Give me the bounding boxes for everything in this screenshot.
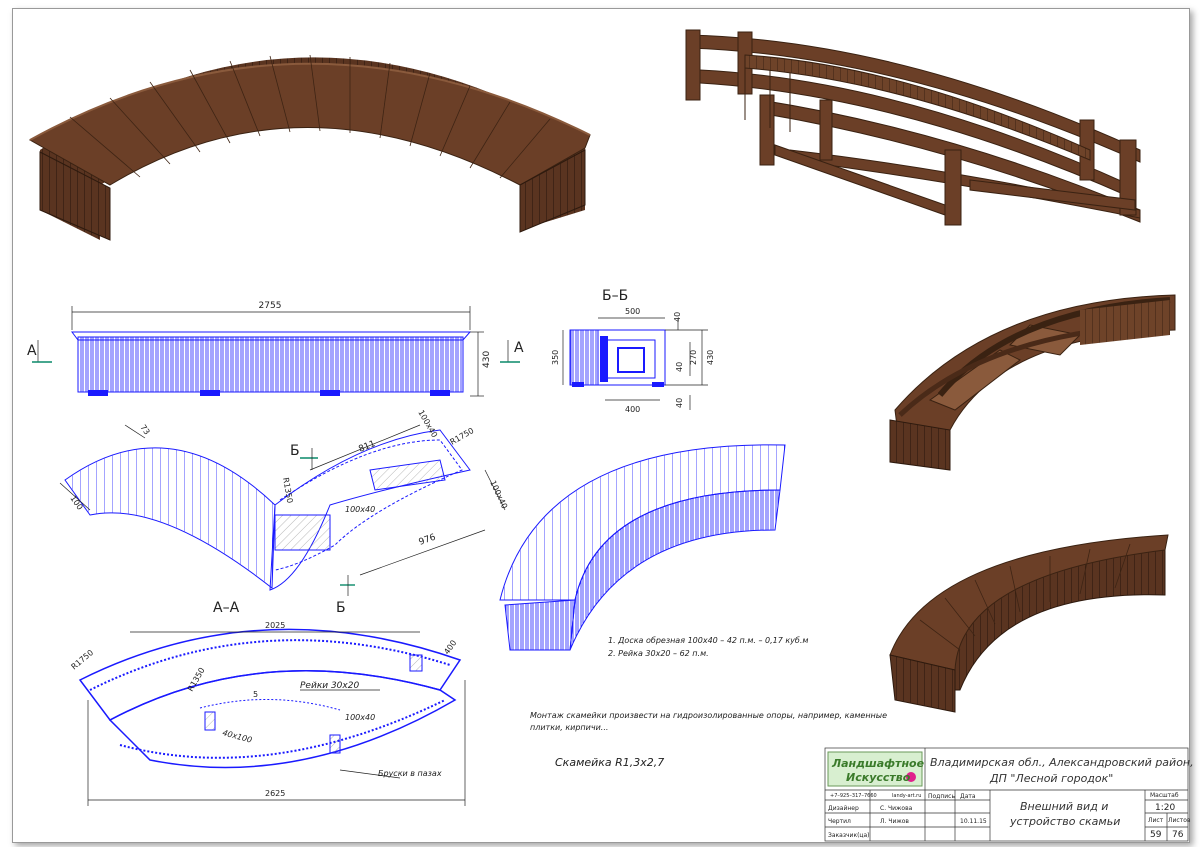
sheet-frame [12,8,1190,843]
aa-dim-r1350: R1350 [186,666,207,693]
row3-role: Заказчик(ца) [828,832,870,839]
date-label: Дата [960,793,976,800]
plan-dim-100x40-right: 100x40 [488,479,509,510]
render-bench-right-bottom [889,534,1169,713]
bb-dim-40a: 40 [673,312,682,322]
logo-dot-icon [906,772,916,782]
aa-dim-2625: 2625 [265,789,285,798]
note-2: 2. Рейка 30x20 – 62 п.м. [608,649,709,658]
front-view: 2755 430 А А [27,301,524,397]
row2-role: Чертил [828,818,851,825]
plan-view: 100 73 811 100x40 R1750 R1350 100x40 976… [59,409,509,616]
aa-dim-100x40: 100x40 [345,713,375,722]
row2-name: Л. Чижов [880,818,909,825]
marker-b-top: Б [290,443,300,459]
bb-dim-430: 430 [706,350,715,365]
aa-dim-2025: 2025 [265,621,285,630]
aa-label-rails: Рейки 30x20 [300,681,359,691]
bb-dim-40b: 40 [675,362,684,372]
marker-b-bottom: Б [336,600,346,616]
row2-date: 10.11.15 [960,818,987,825]
plan-dim-976: 976 [418,532,438,547]
plan-dim-73: 73 [138,423,151,437]
marker-a-left: А [27,343,37,359]
bench-caption: Скамейка R1,3x2,7 [555,756,664,769]
plan-dim-811: 811 [357,439,377,455]
phone: +7–925–317–7660 [830,793,877,799]
section-bb: Б–Б 500 40 270 40 430 350 40 400 [551,288,715,414]
location-line1: Владимирская обл., Александровский район… [930,756,1194,769]
plan-dim-r1350: R1350 [281,477,294,504]
row1-role: Дизайнер [828,805,859,812]
section-aa-title: А–А [213,600,240,616]
sheet-value: 59 [1150,830,1162,840]
drawing-title-line1: Внешний вид и [1020,800,1108,813]
render-frame-top-right [685,29,1141,226]
front-dim-height: 430 [482,351,492,368]
logo-line1: Ландшафтное [831,757,925,770]
render-frame-right-middle [889,294,1176,471]
logo [827,751,923,787]
notes: 1. Доска обрезная 100x40 – 42 п.м. – 0,1… [530,636,887,769]
section-bb-title: Б–Б [602,288,628,304]
front-dim-length: 2755 [259,301,282,311]
row1-name: С. Чижова [880,805,913,812]
bb-dim-270: 270 [689,350,698,365]
aa-dim-r1750: R1750 [70,648,96,672]
bb-dim-400: 400 [625,405,640,414]
bb-dim-40c: 40 [675,398,684,408]
aa-dim-5: 5 [253,690,258,699]
logo-line2: Искусство [846,771,911,784]
note-1: 1. Доска обрезная 100x40 – 42 п.м. – 0,1… [608,636,808,645]
scale-value: 1:20 [1155,803,1175,813]
bb-dim-500: 500 [625,307,640,316]
sheets-value: 76 [1172,830,1184,840]
location-line2: ДП "Лесной городок" [989,772,1113,785]
scale-label: Масштаб [1150,792,1179,799]
sign-label: Подпись [928,793,955,800]
sheet-label: Лист [1148,817,1164,824]
drawing-title-line2: устройство скамьи [1009,815,1120,828]
install-note-line2: плитки, кирпичи... [530,723,608,732]
install-note-line1: Монтаж скамейки произвести на гидроизоли… [530,711,887,720]
plan-dim-100x40-top: 100x40 [416,409,439,440]
aa-dim-40x100: 40x100 [221,728,252,745]
website: landy-art.ru [892,793,921,799]
marker-a-right: А [514,340,524,356]
iso-bench-blue [499,444,786,651]
sheets-label: Листов [1168,817,1191,824]
section-aa: А–А 2025 R1750 R1350 5 Рейки 30x20 400 1… [70,600,466,806]
bb-dim-350: 350 [551,350,560,365]
aa-label-bars: Бруски в пазах [378,769,442,778]
plan-dim-100x40-mid: 100x40 [345,505,375,514]
aa-dim-400: 400 [442,638,458,656]
render-bench-top-left [28,54,591,241]
plan-dim-r1750: R1750 [449,426,476,447]
